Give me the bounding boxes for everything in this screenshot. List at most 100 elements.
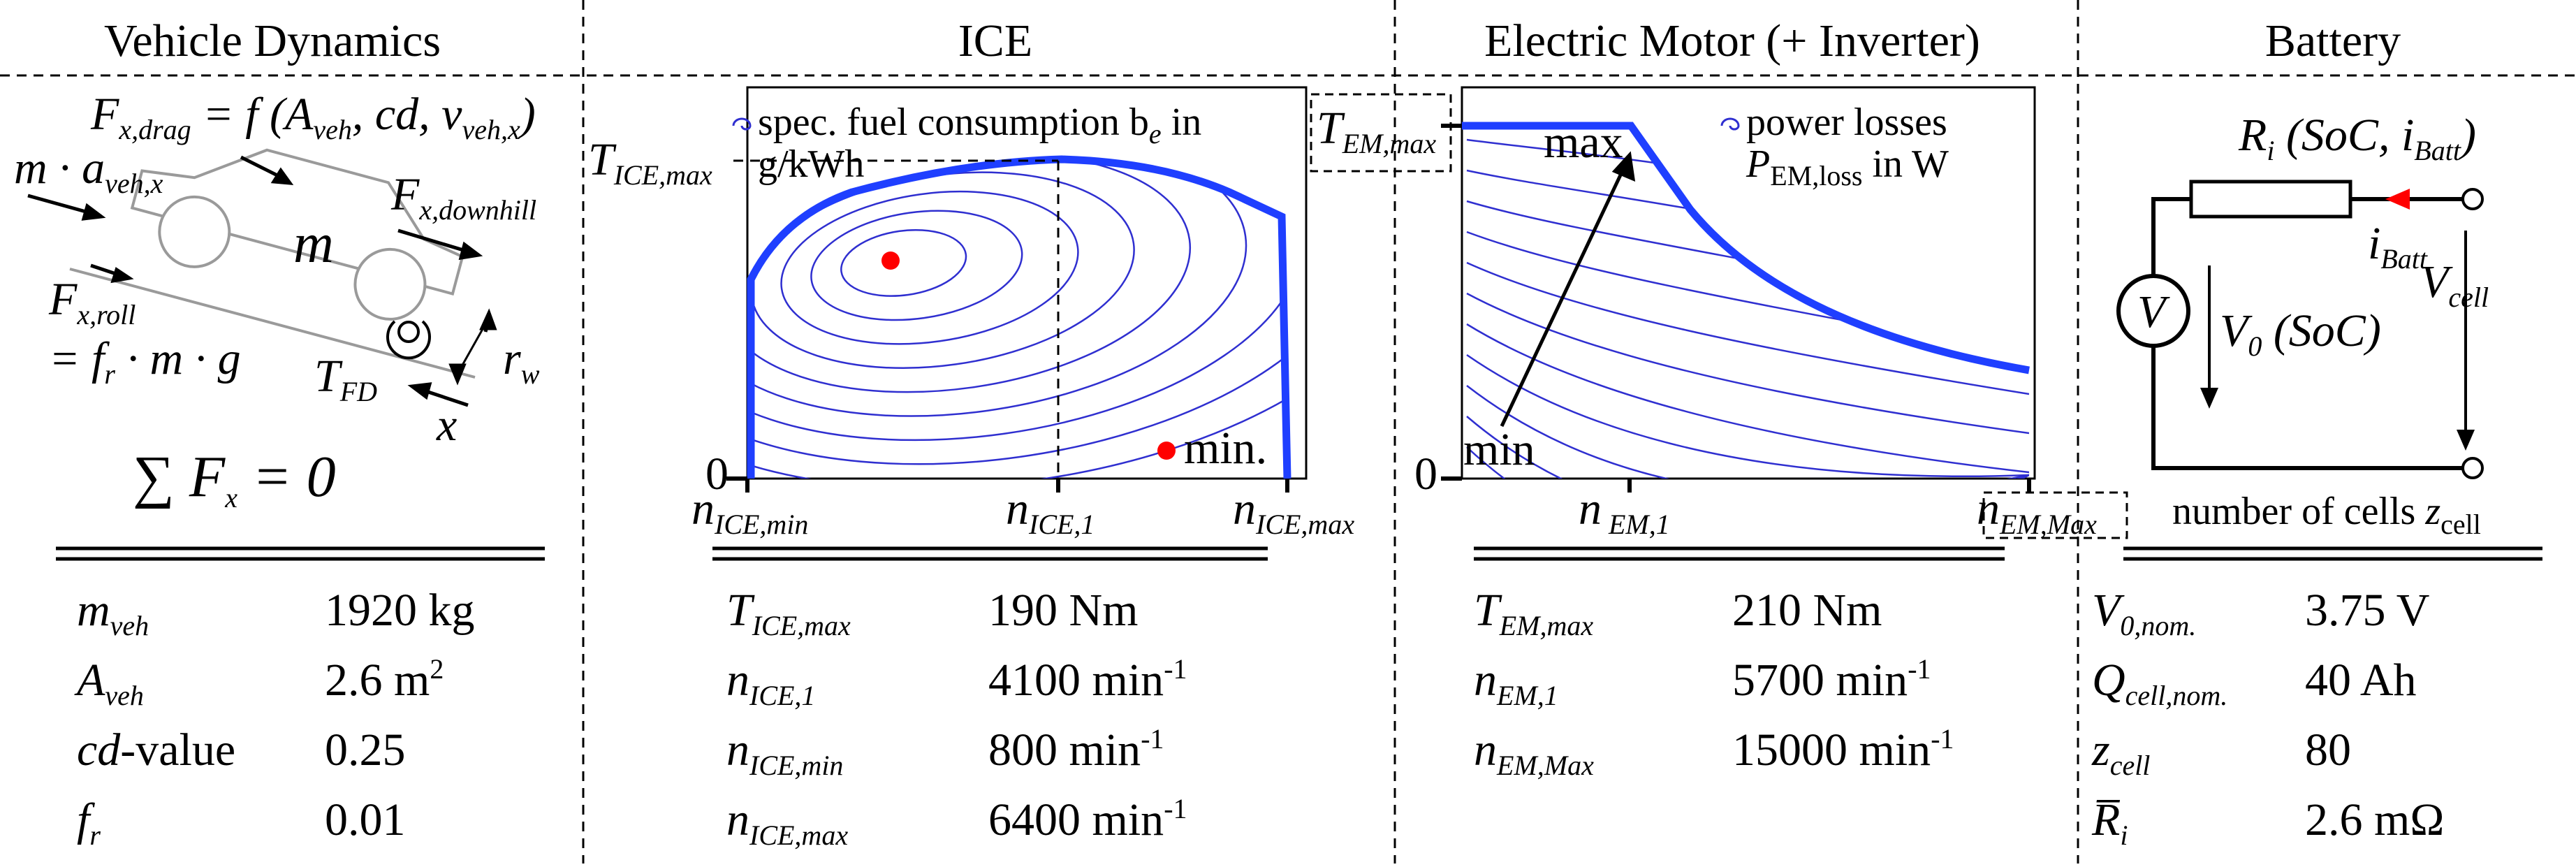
- ice-map: min. spec. fuel consumption be in g/kWh …: [588, 86, 1354, 540]
- em-contour-line: [1466, 292, 2029, 435]
- drag-force-label: Fx,drag = f (Aveh, cd, vveh,x): [90, 89, 536, 145]
- roll-force-formula: = fr · m · g: [49, 333, 241, 390]
- voltage-source: [2116, 274, 2190, 348]
- param-value: 4100 min-1: [988, 653, 1187, 706]
- ice-legend-text: spec. fuel consumption be in: [758, 101, 1201, 150]
- param-value: 1920 kg: [325, 585, 475, 636]
- title-vehicle-dynamics: Vehicle Dynamics: [104, 15, 441, 66]
- param-value: 210 Nm: [1732, 585, 1882, 636]
- ice-contour-line: [840, 228, 967, 297]
- param-value: 2.6 m2: [325, 653, 444, 706]
- param-value: 190 Nm: [988, 585, 1139, 636]
- title-battery: Battery: [2265, 15, 2401, 66]
- title-ice: ICE: [958, 15, 1032, 66]
- em-contour-line: [1466, 323, 2029, 474]
- param-symbol: TICE,max: [726, 585, 851, 641]
- ice-legend: spec. fuel consumption be in g/kWh: [732, 101, 1201, 186]
- circuit-wire-bottom: [2151, 346, 2462, 470]
- ice-tmax-label: TICE,max: [588, 134, 712, 191]
- param-symbol: Aveh: [74, 655, 144, 711]
- em-contour-line: [1466, 446, 2029, 479]
- param-value: 15000 min-1: [1732, 723, 1954, 775]
- em-tick-nmax: nEM,Max: [1977, 483, 2097, 540]
- param-value: 80: [2305, 724, 2351, 775]
- ice-params: TICE,max 190 Nm nICE,1 4100 min-1 nICE,m…: [726, 585, 1187, 851]
- param-value: 5700 min-1: [1732, 653, 1931, 706]
- em-legend-text: power losses: [1746, 101, 1947, 144]
- em-map: max min power losses PEM,loss in W TEM,m…: [1310, 86, 2128, 540]
- force-balance-equation: ∑ Fx = 0: [133, 444, 336, 513]
- ice-zero-label: 0: [705, 449, 729, 500]
- ice-contour-line: [780, 190, 1079, 345]
- param-symbol: V0,nom.: [2092, 585, 2196, 641]
- current-label: iBatt: [2368, 218, 2428, 275]
- contour-legend-icon: [1720, 117, 1740, 131]
- ice-min-legend-dot: [1157, 442, 1176, 460]
- em-legend: power losses PEM,loss in W: [1720, 101, 1949, 191]
- car-body: [130, 148, 464, 321]
- ice-tick-nmax: nICE,max: [1233, 483, 1354, 540]
- ice-contour-line: [751, 159, 1192, 393]
- final-drive-torque-label: TFD: [314, 351, 377, 407]
- terminal-negative: [2461, 457, 2484, 479]
- wheel-hub: [397, 321, 420, 343]
- force-arrows: [27, 155, 497, 407]
- roll-force-label: Fx,roll: [48, 274, 136, 330]
- param-value: 0.25: [325, 724, 406, 775]
- ice-contour-lines: [751, 159, 1287, 479]
- param-symbol: nICE,1: [726, 655, 815, 711]
- em-max-label: max: [1544, 117, 1623, 168]
- ice-tick-nmin: nICE,min: [691, 483, 808, 540]
- param-symbol: nEM,1: [1474, 655, 1558, 711]
- param-symbol: fr: [77, 794, 101, 851]
- vehicle-params: mveh 1920 kg Aveh 2.6 m2 cd-value 0.25 f…: [74, 585, 475, 851]
- em-min-label: min: [1463, 424, 1535, 475]
- ice-max-torque-curve: [747, 155, 1291, 479]
- em-max-torque-curve: [1462, 122, 2030, 374]
- param-symbol: mveh: [77, 585, 149, 641]
- param-symbol: TEM,max: [1474, 585, 1593, 641]
- em-contour-line: [1466, 416, 2029, 479]
- param-symbol: nICE,min: [726, 724, 843, 781]
- title-electric-motor: Electric Motor (+ Inverter): [1484, 15, 1980, 66]
- table-rules: [56, 546, 2542, 561]
- cell-voltage-label: Vcell: [2420, 256, 2489, 313]
- em-contour-line: [1466, 261, 2029, 395]
- em-loss-arrow: [1500, 151, 1636, 428]
- cell-count-label: number of cells zcell: [2172, 490, 2481, 540]
- ice-contour-line: [751, 159, 1287, 465]
- param-value: 0.01: [325, 794, 406, 845]
- param-value: 40 Ah: [2305, 655, 2417, 706]
- param-symbol: nEM,Max: [1474, 724, 1594, 781]
- param-value: 800 min-1: [988, 723, 1164, 775]
- ice-legend-unit: g/kWh: [758, 143, 864, 186]
- vehicle-diagram: Fx,drag = f (Aveh, cd, vveh,x) m · aveh,…: [14, 89, 540, 513]
- resistor-label: Ri (SoC, iBatt): [2238, 110, 2476, 166]
- contour-legend-icon: [732, 117, 752, 131]
- battery-labels: Ri (SoC, iBatt) iBatt V V0 (SoC) Vcell n…: [2137, 110, 2489, 540]
- ice-contour-line: [751, 159, 1247, 417]
- battery-circuit: [2116, 180, 2484, 479]
- ice-contour-line: [810, 210, 1023, 321]
- param-symbol: cd-value: [77, 724, 235, 775]
- param-symbol: Qcell,nom.: [2092, 655, 2227, 711]
- param-value: 6400 min-1: [988, 793, 1187, 845]
- internal-resistor: [2189, 180, 2352, 219]
- em-legend-unit: PEM,loss in W: [1746, 143, 1949, 191]
- param-value: 3.75 V: [2305, 585, 2429, 636]
- torque-arc: [386, 320, 431, 360]
- ice-tick-n1: nICE,1: [1006, 483, 1095, 540]
- param-symbol: zcell: [2091, 724, 2150, 781]
- em-plot-area: [1461, 86, 2036, 480]
- section-titles: Vehicle Dynamics ICE Electric Motor (+ I…: [104, 15, 2401, 66]
- em-contour-line: [1466, 385, 2029, 479]
- em-zero-label: 0: [1414, 449, 1437, 500]
- em-tmax-box: [1310, 93, 1452, 173]
- param-value: 2.6 mΩ: [2305, 794, 2444, 845]
- em-nmax-box: [1982, 491, 2128, 539]
- ice-min-consumption-point: [881, 252, 900, 270]
